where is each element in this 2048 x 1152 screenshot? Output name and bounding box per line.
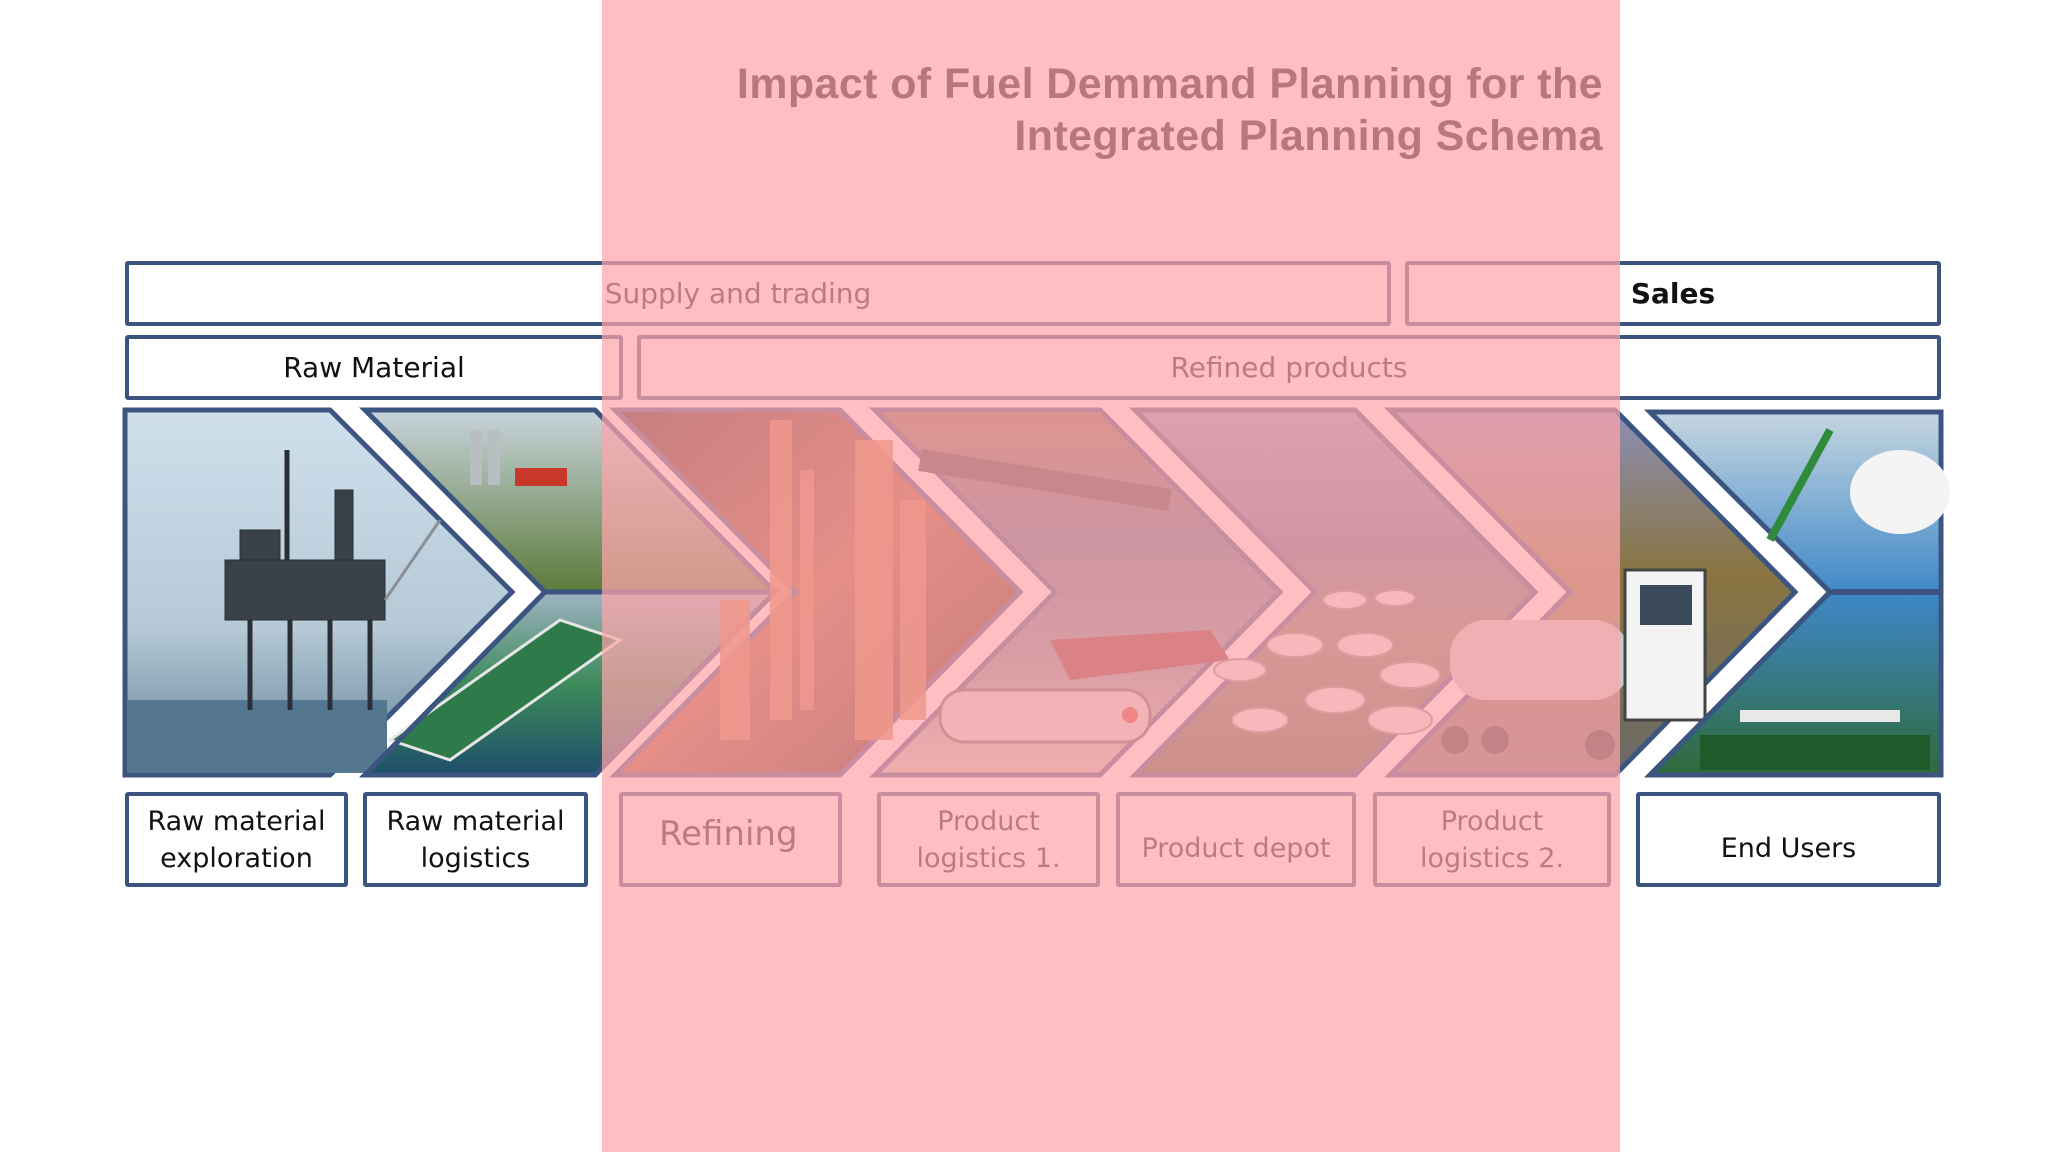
raw-material-band: Raw Material <box>125 335 623 400</box>
stage-label-end-users-line1: End Users <box>1720 833 1857 864</box>
stage-label-product-logistics-1-line2: logistics 1. <box>916 842 1061 874</box>
stage-label-product-logistics-1-line1: Product <box>937 805 1040 837</box>
stage-label-product-logistics-2: Product logistics 2. <box>1373 792 1611 887</box>
stage-label-exploration-line2: exploration <box>160 842 313 874</box>
stage-label-product-depot: Product depot <box>1116 792 1356 887</box>
stage-label-raw-logistics-line2: logistics <box>420 842 531 874</box>
exploration-stage-image <box>122 407 516 778</box>
stage-label-product-depot-line1: Product depot <box>1141 833 1331 864</box>
stage-label-raw-logistics: Raw material logistics <box>363 792 588 887</box>
oil-platform-icon <box>224 450 442 710</box>
stage-label-refining: Refining <box>619 792 842 887</box>
stage-label-exploration: Raw material exploration <box>125 792 348 887</box>
stage-label-product-logistics-2-line1: Product <box>1440 805 1544 837</box>
stage-label-raw-logistics-line1: Raw material <box>386 805 565 837</box>
sales-label: Sales <box>1630 277 1716 310</box>
raw-material-label: Raw Material <box>283 351 465 384</box>
stage-label-end-users: End Users <box>1636 792 1941 887</box>
end-users-stage-image <box>1643 409 1950 778</box>
stage-label-refining-line1: Refining <box>659 814 798 854</box>
stage-label-exploration-line1: Raw material <box>147 805 326 837</box>
stage-label-product-logistics-2-line2: logistics 2. <box>1419 842 1565 874</box>
stage-label-product-logistics-1: Product logistics 1. <box>877 792 1100 887</box>
